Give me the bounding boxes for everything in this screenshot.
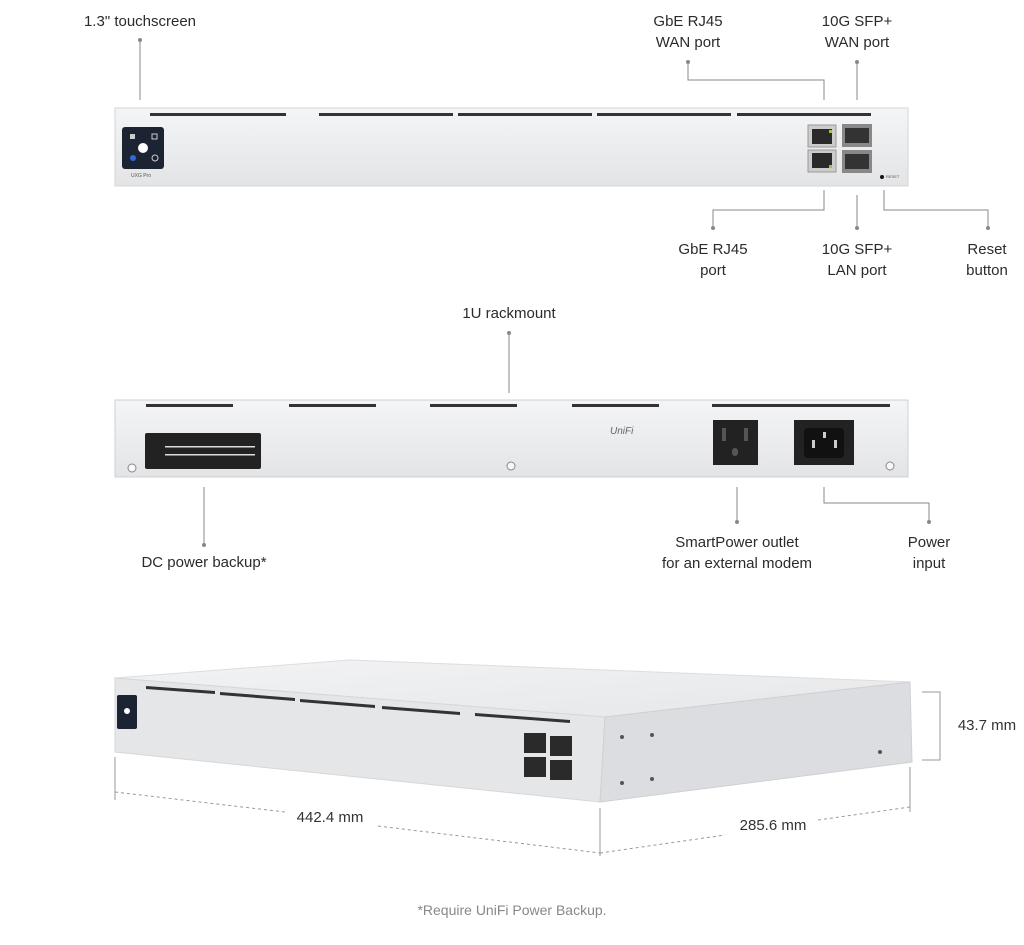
footnote: *Require UniFi Power Backup. bbox=[417, 902, 607, 918]
3d-ports bbox=[524, 733, 572, 780]
rj45-lan-port[interactable] bbox=[807, 149, 837, 173]
reset-button[interactable] bbox=[880, 175, 884, 179]
reset-text: RESET bbox=[886, 174, 900, 179]
brand-logo: UniFi bbox=[610, 426, 634, 437]
touchscreen-label: 1.3" touchscreen bbox=[83, 13, 197, 30]
rear-callout-lines bbox=[203, 333, 930, 545]
front-panel bbox=[114, 107, 909, 187]
width-dimension: 442.4 mm bbox=[296, 809, 364, 826]
sfp-wan-port[interactable] bbox=[842, 124, 872, 147]
sfp-lan-port[interactable] bbox=[842, 150, 872, 173]
height-dimension: 43.7 mm bbox=[957, 717, 1017, 734]
dimension-lines bbox=[114, 791, 911, 854]
smartpower-outlet[interactable] bbox=[713, 420, 758, 465]
model-label: UXG Pro bbox=[131, 173, 152, 179]
dc-power-backup-connector[interactable] bbox=[145, 433, 261, 469]
rear-panel bbox=[114, 399, 909, 478]
dc-backup-label: DC power backup* bbox=[141, 554, 267, 571]
front-callout-lines bbox=[139, 40, 989, 228]
rackmount-label: 1U rackmount bbox=[462, 305, 556, 322]
touchscreen[interactable] bbox=[122, 127, 164, 169]
rj45-wan-port[interactable] bbox=[807, 124, 837, 148]
sfp-lan-label: 10G SFP+LAN port bbox=[821, 241, 893, 279]
power-input-socket[interactable] bbox=[794, 420, 854, 465]
device-3d-view bbox=[114, 659, 913, 803]
depth-dimension: 285.6 mm bbox=[739, 817, 807, 834]
sfp-wan-label: 10G SFP+WAN port bbox=[821, 13, 893, 51]
